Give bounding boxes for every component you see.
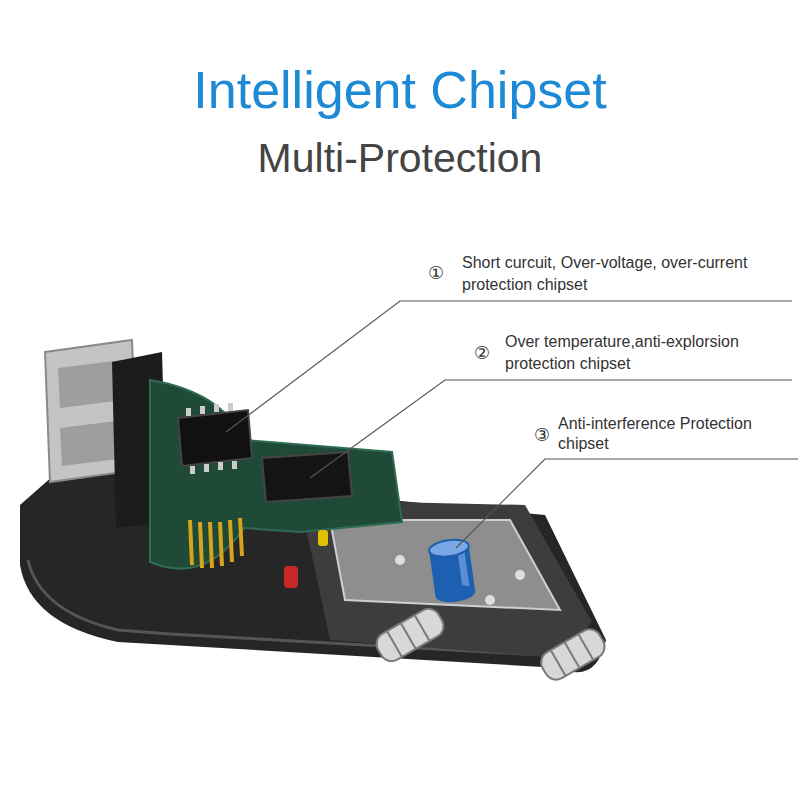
small-component [318,530,328,546]
subtitle: Multi-Protection [0,134,800,182]
protection-chip [178,410,252,466]
metal-plate [330,520,560,610]
callout-text: Over temperature,anti-explorsion protect… [505,331,793,375]
callout-number: ② [474,342,490,364]
temperature-chip [262,452,352,502]
callout-text: Short curcuit, Over-voltage, over-curren… [462,252,782,296]
spring-contact [537,625,609,684]
callout-number: ③ [534,424,550,446]
leader-line [310,380,792,478]
solder-point [485,595,495,605]
leader-line [456,459,798,548]
circuit-board [150,380,402,569]
leader-line [226,301,792,432]
small-component [284,566,298,588]
capacitor [428,538,476,605]
inductor-coil [190,518,242,568]
callout-text: Anti-interference Protection chipset [558,414,793,454]
title: Intelligent Chipset [0,60,800,120]
solder-point [395,555,405,565]
solder-point [515,570,525,580]
chip-pins [186,403,237,474]
callout-number: ① [428,262,444,284]
spring-contact [372,605,448,666]
